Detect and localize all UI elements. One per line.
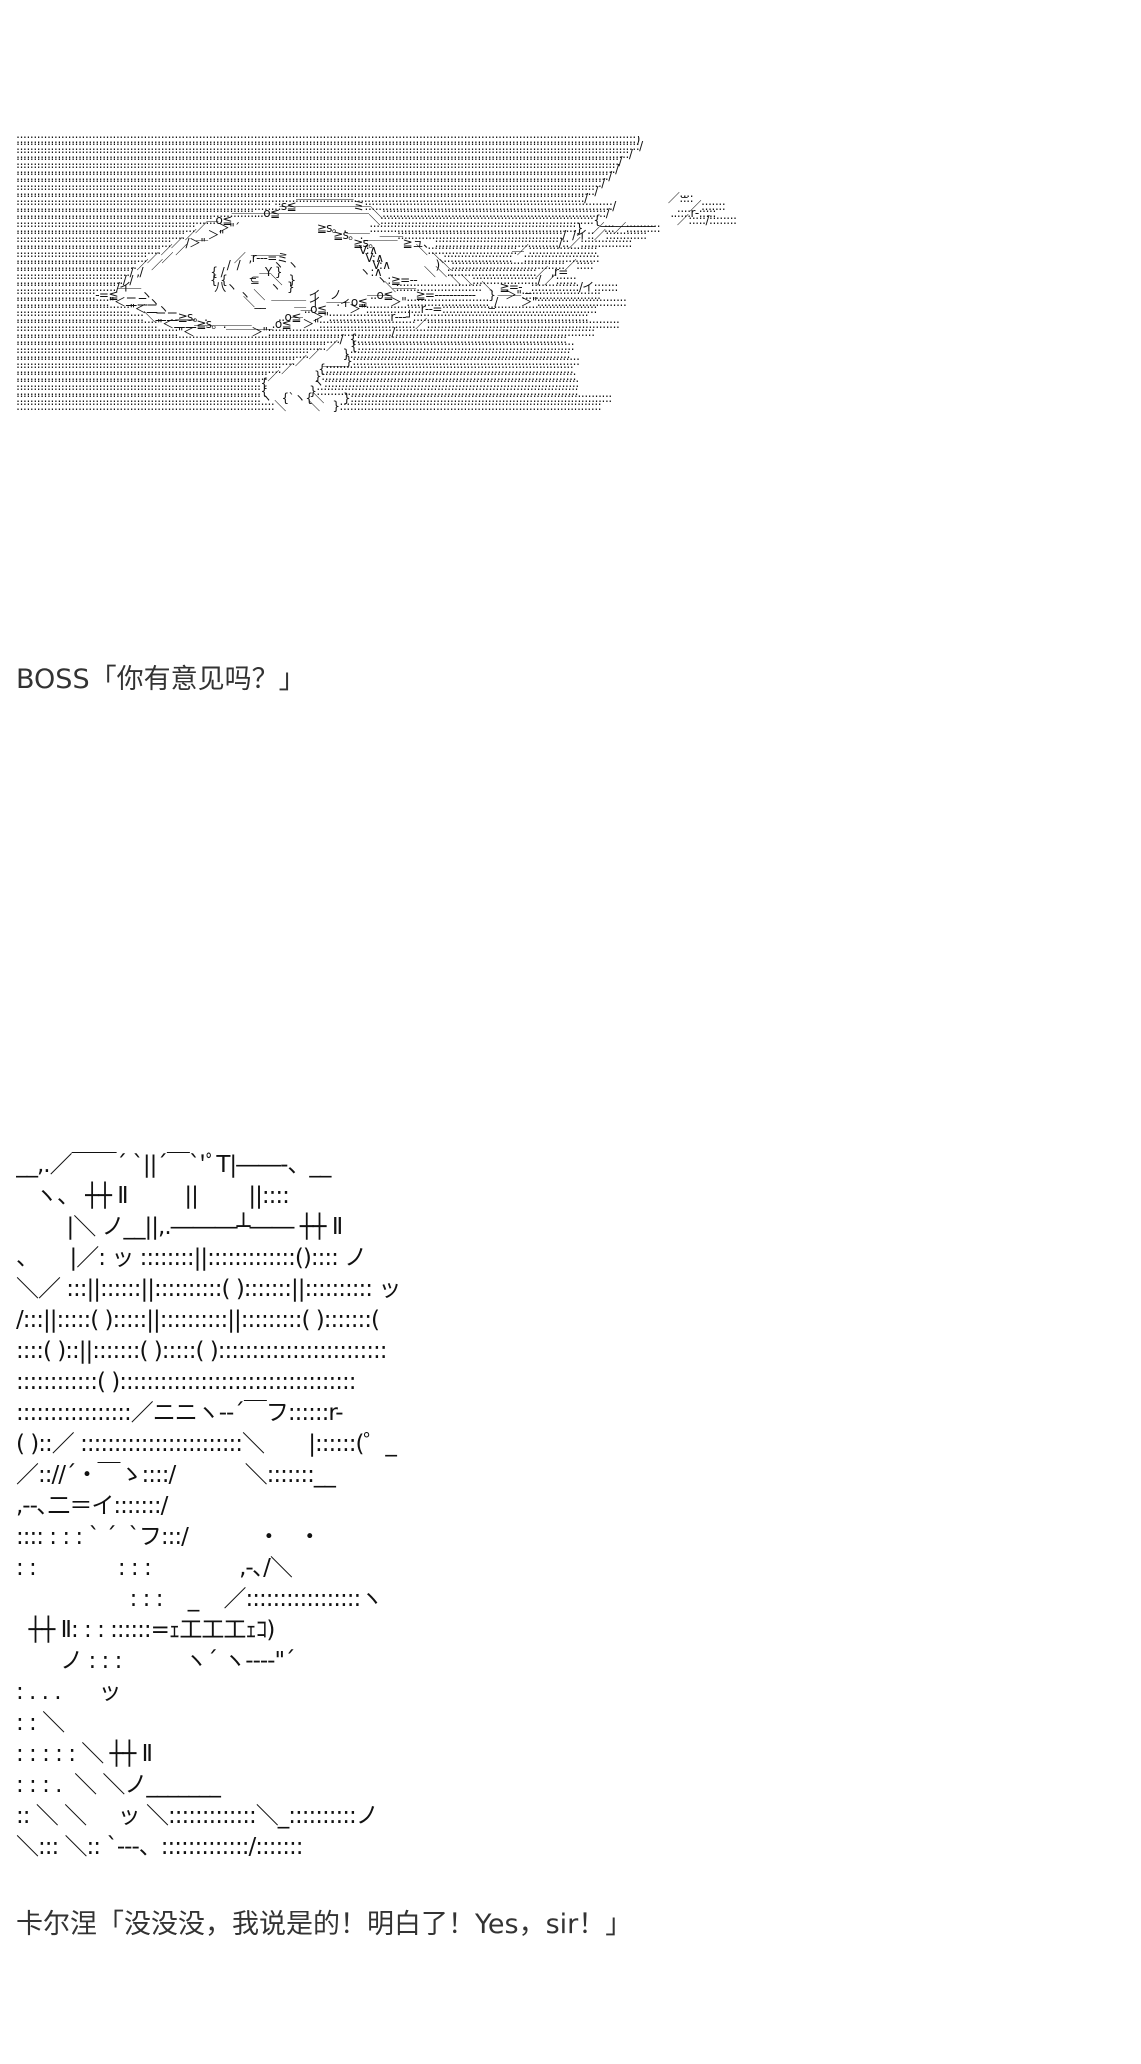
dialogue-line-boss: BOSS「你有意见吗？」 [16,664,306,695]
ascii-art-panel-boss-eye: ::::::::::::::::::::::::::::::::::::::::… [16,136,737,413]
dialogue-line-carnet: 卡尔涅「没没没，我说是的！明白了！Yes，sir！」 [16,1909,633,1940]
ascii-art-panel-carnet: __,.／￣￣´ `||´￣`'ﾟT|――‐、__ ヽ、 ┼┼ Ⅱ || ||:… [16,1152,401,1860]
